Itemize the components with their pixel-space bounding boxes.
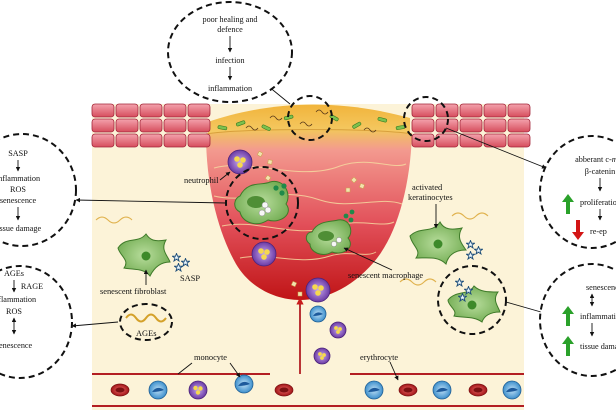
label-senescent-fibroblast: senescent fibroblast bbox=[100, 287, 167, 296]
wound-edge-line bbox=[205, 129, 413, 135]
arrow-up-tissue-damage bbox=[562, 336, 574, 356]
bubble-top-line-1: poor healing and bbox=[202, 15, 257, 24]
neutrophil-cell bbox=[188, 380, 208, 400]
bubble-top: poor healing and defence infection infla… bbox=[167, 1, 293, 103]
keratinocyte-cell bbox=[187, 133, 211, 148]
bubble-right-lower-line-2: inflammation bbox=[580, 312, 616, 321]
monocyte-cell bbox=[432, 380, 452, 400]
bubble-top-line-3: infection bbox=[215, 56, 244, 65]
bubble-right-upper-line-4: re-ep bbox=[590, 227, 607, 236]
keratinocyte-cell bbox=[187, 118, 211, 133]
label-erythrocyte: erythrocyte bbox=[360, 353, 398, 362]
erythrocyte-cell bbox=[274, 383, 294, 397]
vessel-cells bbox=[110, 380, 522, 400]
keratinocyte-cell bbox=[411, 118, 435, 133]
keratinocyte-cell bbox=[459, 118, 483, 133]
keratinocyte-cell bbox=[459, 103, 483, 118]
keratinocyte-cell bbox=[163, 133, 187, 148]
label-keratinocytes: keratinocytes bbox=[408, 193, 453, 202]
crust-squiggles bbox=[245, 109, 377, 133]
arrow-up-inflammation bbox=[562, 306, 574, 326]
keratinocyte-cell bbox=[507, 103, 531, 118]
keratinocyte-edge-highlight bbox=[403, 96, 449, 142]
keratinocyte-layer-left bbox=[91, 103, 211, 148]
ages-highlight bbox=[119, 303, 173, 341]
dermis-fibres bbox=[95, 212, 489, 286]
keratinocyte-cell bbox=[483, 118, 507, 133]
label-activated: activated bbox=[412, 183, 443, 192]
bubble-top-line-2: defence bbox=[217, 25, 243, 34]
bubble-left-lower-line-3: inflammation bbox=[0, 295, 36, 304]
keratinocyte-cell bbox=[139, 118, 163, 133]
bubble-left-upper-line-4: senescence bbox=[0, 196, 37, 205]
keratinocyte-cell bbox=[115, 103, 139, 118]
bacteria-rods bbox=[217, 114, 406, 131]
keratinocyte-cell bbox=[435, 118, 459, 133]
keratinocyte-cell bbox=[411, 133, 435, 148]
keratinocyte-cell bbox=[411, 103, 435, 118]
keratinocyte-cell bbox=[115, 133, 139, 148]
erythrocyte-cell bbox=[110, 383, 130, 397]
erythrocyte-cell bbox=[398, 383, 418, 397]
crust-highlight bbox=[287, 95, 333, 141]
keratinocyte-cell bbox=[483, 103, 507, 118]
keratinocyte-cell bbox=[459, 133, 483, 148]
bubble-left-upper-line-1: SASP bbox=[8, 149, 28, 158]
label-neutrophil: neutrophil bbox=[184, 176, 219, 185]
neutrophil-cells bbox=[227, 149, 347, 365]
senescent-cell-highlight bbox=[437, 265, 507, 335]
bubble-right-lower: senescence inflammation tissue damage bbox=[539, 263, 616, 377]
keratinocyte-cell bbox=[139, 133, 163, 148]
keratinocyte-cell bbox=[163, 103, 187, 118]
keratinocyte-cell bbox=[139, 103, 163, 118]
label-sasp: SASP bbox=[180, 274, 200, 283]
debris-fragments bbox=[256, 150, 365, 297]
bubble-left-upper-line-5: tissue damage bbox=[0, 224, 41, 233]
bubble-left-upper-line-2: inflammation bbox=[0, 174, 40, 183]
label-pointers bbox=[143, 171, 439, 381]
monocyte-cell bbox=[364, 380, 384, 400]
bubble-right-lower-line-1: senescence bbox=[586, 283, 616, 292]
monocyte-cell bbox=[502, 380, 522, 400]
blood-vessel bbox=[92, 297, 524, 407]
erythrocyte-cell bbox=[468, 383, 488, 397]
keratinocyte-cell bbox=[187, 103, 211, 118]
keratinocyte-cell bbox=[435, 133, 459, 148]
keratinocyte-layer-right bbox=[411, 103, 531, 148]
label-senescent-macrophage: senescent macrophage bbox=[348, 271, 423, 280]
keratinocyte-cell bbox=[507, 133, 531, 148]
bubble-right-lower-line-3: tissue damage bbox=[580, 342, 616, 351]
keratinocyte-cell bbox=[483, 133, 507, 148]
bubble-left-lower-line-4: ROS bbox=[6, 307, 22, 316]
keratinocyte-cell bbox=[507, 118, 531, 133]
monocyte-cell bbox=[148, 380, 168, 400]
diagram-labels: neutrophil senescent fibroblast SASP AGE… bbox=[100, 176, 453, 362]
arrow-down-re-ep bbox=[572, 220, 584, 240]
keratinocyte-cell bbox=[115, 118, 139, 133]
bubble-top-line-4: inflammation bbox=[208, 84, 252, 93]
keratinocyte-cell bbox=[163, 118, 187, 133]
keratinocyte-cell bbox=[91, 133, 115, 148]
monocyte-transmigrating bbox=[234, 305, 327, 394]
bubble-right-upper-line-3: proliferation bbox=[580, 198, 616, 207]
senescent-fibroblast bbox=[117, 233, 190, 277]
bubble-left-upper: SASP inflammation ROS senescence tissue … bbox=[0, 133, 77, 247]
bubble-left-lower-line-5: senescence bbox=[0, 341, 33, 350]
bubble-right-upper-line-2: β-catenin bbox=[585, 167, 616, 176]
arrow-up-proliferation bbox=[562, 194, 574, 214]
bubble-left-lower-line-1: AGEs bbox=[4, 269, 24, 278]
bubble-left-lower: AGEs RAGE inflammation ROS senescence bbox=[0, 265, 73, 379]
keratinocyte-cell bbox=[91, 118, 115, 133]
bubble-right-upper-line-1: abberant c-myc bbox=[575, 155, 616, 164]
label-monocyte: monocyte bbox=[194, 353, 227, 362]
label-ages: AGEs bbox=[136, 329, 156, 338]
senescent-macrophage bbox=[305, 209, 355, 255]
activated-keratinocyte bbox=[409, 221, 483, 265]
bubble-left-lower-line-2: RAGE bbox=[21, 282, 43, 291]
bubble-right-upper: abberant c-myc β-catenin proliferation r… bbox=[539, 135, 616, 249]
keratinocyte-cell bbox=[91, 103, 115, 118]
bubble-left-upper-line-3: ROS bbox=[10, 185, 26, 194]
